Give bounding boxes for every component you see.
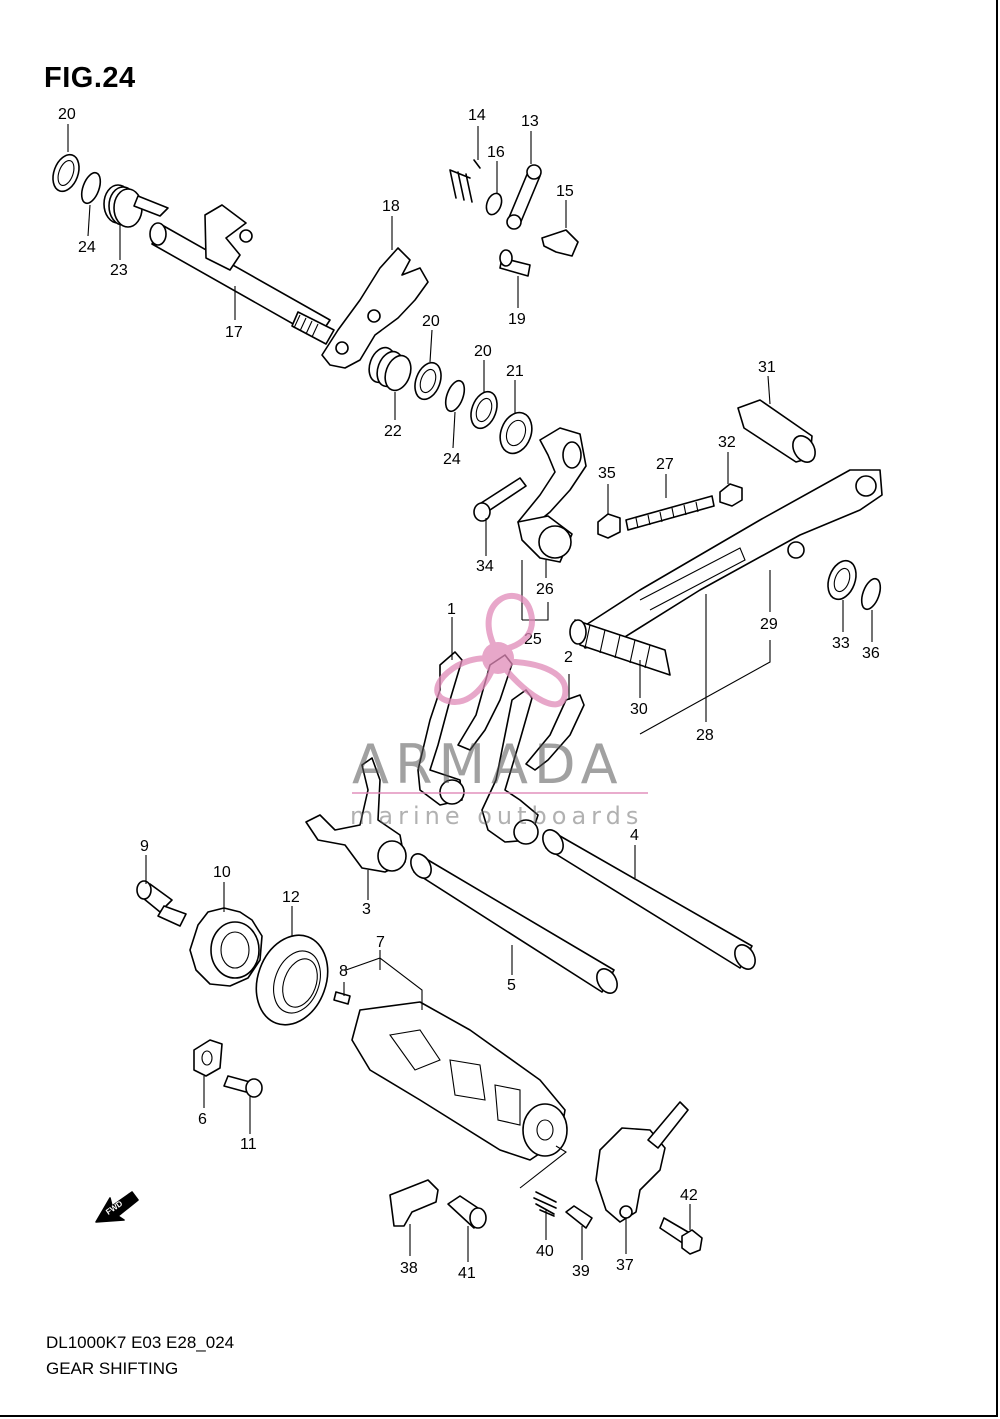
pin-9 (136, 880, 187, 927)
callout-22: 22 (384, 423, 402, 440)
callout-40: 40 (536, 1243, 554, 1260)
callout-20a: 20 (58, 106, 76, 123)
washer-20a (52, 153, 80, 193)
callout-33: 33 (832, 635, 850, 652)
callout-19: 19 (508, 311, 526, 328)
callout-12: 12 (282, 889, 300, 906)
bolt-34 (473, 477, 527, 522)
watermark-tagline: marine outboards (350, 802, 643, 830)
callout-27: 27 (656, 456, 674, 473)
callout-17: 17 (225, 324, 243, 341)
pin-41 (447, 1195, 487, 1229)
shaft-31 (737, 399, 816, 463)
washer-20c (470, 390, 498, 430)
callout-38: 38 (400, 1260, 418, 1277)
callout-15: 15 (556, 183, 574, 200)
plate-38 (389, 1179, 439, 1227)
cam-drum-7 (351, 1001, 568, 1161)
pin-39 (565, 1205, 593, 1229)
callout-16: 16 (487, 144, 505, 161)
callout-35: 35 (598, 465, 616, 482)
bearing-12 (255, 934, 329, 1026)
model-code: DL1000K7 E03 E28_024 (46, 1333, 235, 1352)
spring-14 (449, 159, 481, 203)
callout-20c: 20 (474, 343, 492, 360)
callout-39: 39 (572, 1263, 590, 1280)
fwd-direction-arrow: FWD (95, 1191, 139, 1223)
nut-32 (719, 483, 743, 507)
callout-24a: 24 (78, 239, 96, 256)
callout-9: 9 (140, 838, 149, 855)
callout-31: 31 (758, 359, 776, 376)
callout-21: 21 (506, 363, 524, 380)
callout-42: 42 (680, 1187, 698, 1204)
callout-37: 37 (616, 1257, 634, 1274)
callout-7: 7 (376, 934, 385, 951)
shift-pawl-37 (595, 1101, 689, 1223)
watermark: ARMADA marine outboards (350, 592, 648, 830)
callout-6: 6 (198, 1111, 207, 1128)
plate-6 (193, 1039, 223, 1077)
bolt-42 (659, 1217, 703, 1255)
circlip-24b (444, 379, 466, 413)
callout-30: 30 (630, 701, 648, 718)
rod-27 (625, 495, 715, 531)
bolt-19 (499, 249, 531, 277)
callout-11: 11 (240, 1136, 257, 1153)
leader-lines (67, 124, 873, 1262)
circlip-36 (860, 577, 882, 611)
callout-10: 10 (213, 864, 231, 881)
callout-14: 14 (468, 107, 486, 124)
shift-fork-2 (481, 689, 585, 845)
shift-shaft-17 (149, 204, 335, 345)
callout-8: 8 (339, 963, 348, 980)
watermark-brand: ARMADA (352, 733, 624, 796)
callout-28: 28 (696, 727, 714, 744)
washer-33 (827, 559, 857, 601)
bolt-15 (541, 229, 579, 257)
callout-labels: 20 24 23 17 18 20 22 20 24 21 14 16 13 1… (58, 106, 880, 1282)
spring-40 (533, 1191, 557, 1217)
nut-35 (597, 513, 621, 539)
callout-4: 4 (630, 827, 639, 844)
callout-3: 3 (362, 901, 371, 918)
figure-title: FIG.24 (44, 62, 136, 94)
callout-23: 23 (110, 262, 128, 279)
spring-23 (103, 184, 169, 228)
callout-18: 18 (382, 198, 400, 215)
group-name: GEAR SHIFTING (46, 1359, 179, 1378)
footpeg-rubber-30 (569, 619, 671, 676)
callout-29: 29 (760, 616, 778, 633)
callout-36: 36 (862, 645, 880, 662)
callout-2: 2 (564, 649, 573, 666)
shift-fork-3 (305, 757, 407, 873)
link-13 (506, 164, 542, 230)
fork-shaft-5 (410, 853, 618, 994)
callout-32: 32 (718, 434, 736, 451)
washer-20b (414, 361, 442, 401)
stopper-10 (189, 907, 263, 987)
callout-26: 26 (536, 581, 554, 598)
joint-26 (517, 515, 573, 563)
pin-8 (333, 991, 351, 1005)
screw-11 (223, 1075, 263, 1098)
callout-41: 41 (458, 1265, 476, 1282)
callout-34: 34 (476, 558, 494, 575)
circlip-24a (80, 171, 102, 205)
watermark-propeller-logo (434, 592, 569, 708)
callout-1: 1 (447, 601, 456, 618)
shift-arm-plate-18 (321, 247, 429, 369)
washer-16 (485, 192, 503, 216)
seal-21 (499, 411, 533, 455)
fork-shaft-4 (542, 829, 756, 970)
callout-20b: 20 (422, 313, 440, 330)
callout-13: 13 (521, 113, 539, 130)
callout-24b: 24 (443, 451, 461, 468)
callout-5: 5 (507, 977, 516, 994)
spring-22 (368, 346, 412, 392)
